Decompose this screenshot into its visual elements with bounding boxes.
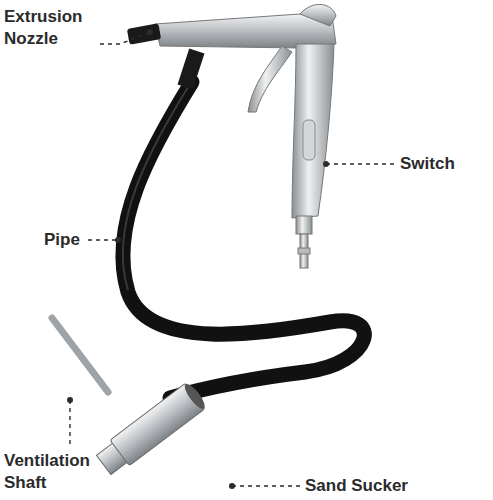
part-label: Switch: [400, 153, 455, 175]
hose-shine: [123, 84, 190, 290]
blast-gun: [127, 4, 336, 268]
leader-dot: [147, 29, 153, 35]
leader-dot: [115, 237, 121, 243]
part-label: Extrusion Nozzle: [4, 6, 100, 50]
part-label: Ventilation Shaft: [4, 450, 136, 494]
leader-dots: [67, 29, 329, 489]
leader-dot: [67, 397, 73, 403]
leader-dot: [229, 483, 235, 489]
part-label: Pipe: [44, 229, 80, 251]
leader-lines: [70, 32, 394, 486]
leader-line: [326, 163, 394, 164]
ventilation-shaft: [52, 318, 108, 392]
leader-dot: [323, 161, 329, 167]
leader-line: [232, 485, 300, 486]
leader-line: [69, 400, 70, 444]
part-label: Sand Sucker: [305, 475, 408, 497]
leader-line: [100, 32, 150, 44]
sand-sucker: [94, 381, 208, 478]
leader-line: [88, 239, 118, 240]
